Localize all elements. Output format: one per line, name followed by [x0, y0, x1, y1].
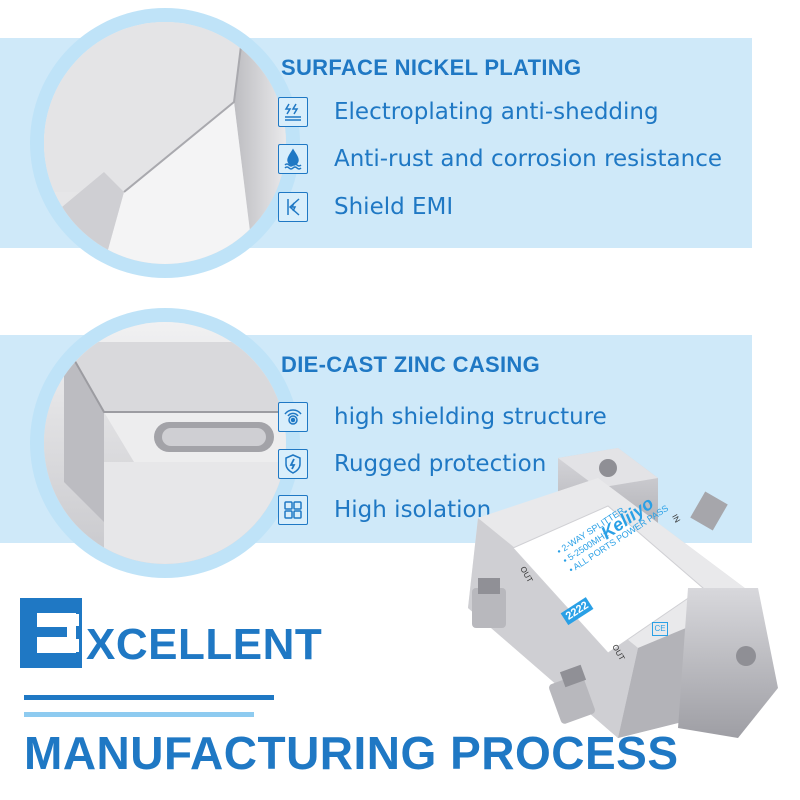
zinc-casing-photo-frame: [30, 308, 300, 578]
headline-line-2: MANUFACTURING PROCESS: [24, 727, 679, 779]
zinc-casing-photo: [44, 322, 286, 564]
feature-label: Shield EMI: [334, 194, 454, 220]
feature-label: Anti-rust and corrosion resistance: [334, 146, 723, 172]
feature-rugged-protection: Rugged protection: [278, 447, 546, 481]
grid-isolation-icon: [278, 495, 308, 525]
headline-rule-dark: [24, 695, 274, 700]
headline-rule-light: [24, 712, 254, 717]
anti-rust-icon: [278, 144, 308, 174]
feature-label: high shielding structure: [334, 404, 607, 430]
ce-mark: CE: [652, 622, 668, 636]
section-title-nickel-plating: SURFACE NICKEL PLATING: [281, 55, 582, 80]
splitter-device-image: [458, 438, 800, 778]
feature-shield-emi: Shield EMI: [278, 190, 453, 224]
signal-shield-icon: [278, 402, 308, 432]
feature-label: Rugged protection: [334, 451, 547, 477]
feature-electroplating: Electroplating anti-shedding: [278, 95, 659, 129]
headline-initial-e: E: [20, 598, 82, 668]
headline-line-1: XCELLENT: [86, 620, 323, 669]
nickel-plating-photo: [44, 22, 286, 264]
shield-bolt-icon: [278, 449, 308, 479]
section-title-zinc-casing: DIE-CAST ZINC CASING: [281, 352, 540, 377]
feature-high-shielding: high shielding structure: [278, 400, 607, 434]
electroplating-icon: [278, 97, 308, 127]
headline-initial-text: E: [82, 598, 83, 599]
feature-anti-rust: Anti-rust and corrosion resistance: [278, 142, 722, 176]
feature-label: High isolation: [334, 497, 492, 523]
feature-high-isolation: High isolation: [278, 493, 491, 527]
emi-shield-icon: [278, 192, 308, 222]
nickel-plating-photo-frame: [30, 8, 300, 278]
feature-label: Electroplating anti-shedding: [334, 99, 659, 125]
